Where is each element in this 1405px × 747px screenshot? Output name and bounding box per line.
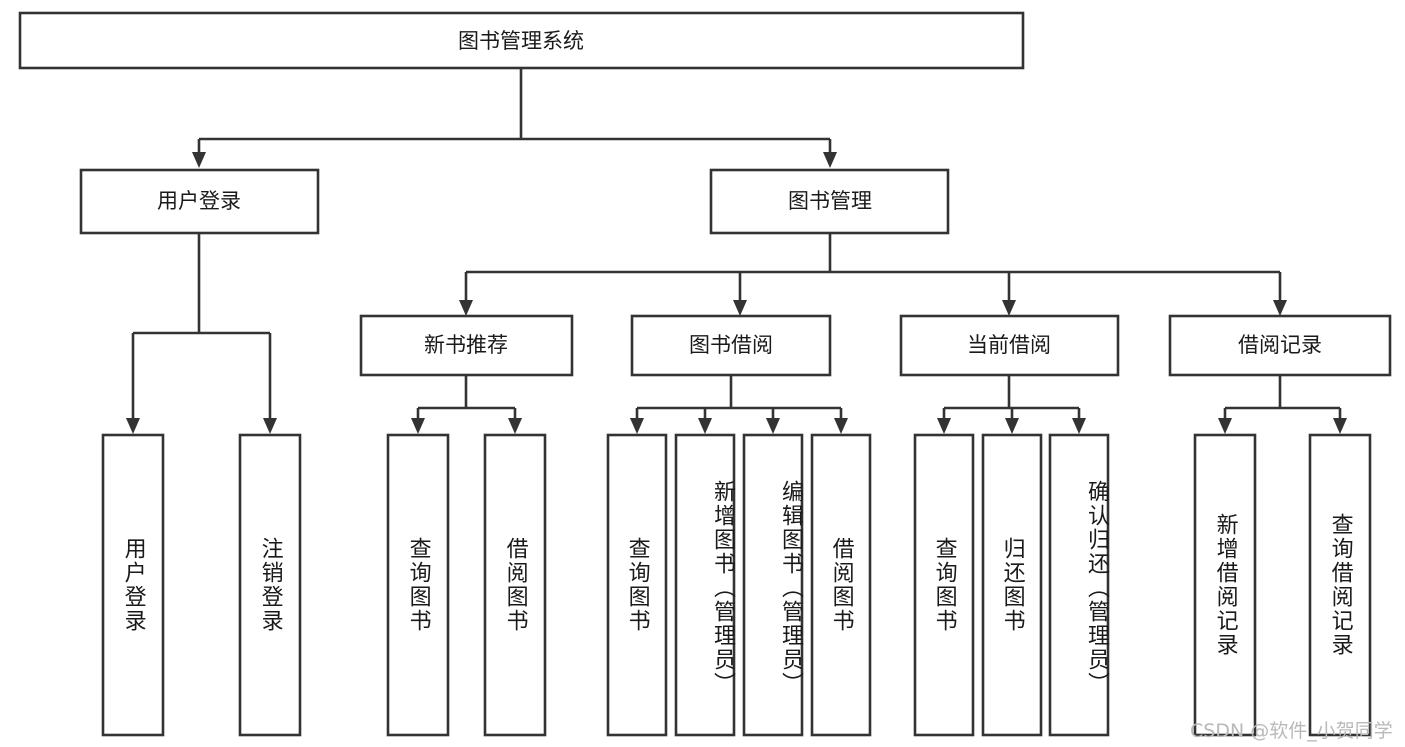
arrow-head-icon	[1218, 418, 1232, 434]
node-new-book-rec[interactable]: 新书推荐	[359, 314, 574, 377]
node-new-book-rec-label: 新书推荐	[424, 333, 508, 357]
leaf-box-add-record[interactable]	[1193, 433, 1257, 737]
leaf-box-query-book-b[interactable]	[606, 433, 668, 737]
arrow-head-icon	[263, 418, 277, 434]
connector-root-to-level2	[192, 68, 837, 168]
arrow-head-icon	[630, 418, 644, 434]
arrow-head-icon	[698, 418, 712, 434]
connector-user-login-to-leaves	[126, 233, 277, 434]
arrow-head-icon	[766, 418, 780, 434]
node-book-manage-label: 图书管理	[788, 189, 872, 213]
arrow-head-icon	[1002, 300, 1016, 316]
node-borrow-record-label: 借阅记录	[1238, 333, 1322, 357]
node-book-borrow-label: 图书借阅	[689, 333, 773, 357]
node-new-book-rec-box[interactable]	[359, 314, 574, 377]
arrow-head-icon	[1333, 418, 1347, 434]
leaf-box-add-book[interactable]	[674, 433, 736, 737]
leaf-box-borrow-book-rec[interactable]	[483, 433, 547, 737]
connector-book-manage-to-level3	[459, 233, 1287, 316]
leaf-box-return-book[interactable]	[981, 433, 1043, 737]
arrow-head-icon	[1273, 300, 1287, 316]
arrow-head-icon	[937, 418, 951, 434]
leaf-box-query-book-c[interactable]	[913, 433, 975, 737]
node-user-login-label: 用户登录	[157, 189, 241, 213]
arrow-head-icon	[1072, 418, 1086, 434]
node-root-box[interactable]	[18, 11, 1025, 70]
leaf-box-query-book-rec[interactable]	[386, 433, 450, 737]
node-user-login-box[interactable]	[79, 168, 320, 235]
arrow-head-icon	[126, 418, 140, 434]
node-book-borrow-box[interactable]	[630, 314, 832, 377]
node-book-manage[interactable]: 图书管理	[709, 168, 950, 235]
leaf-boxes	[101, 433, 1372, 737]
node-current-borrow-box[interactable]	[899, 314, 1120, 377]
connector-current-borrow-to-leaves	[937, 375, 1086, 434]
leaf-box-confirm-return[interactable]	[1048, 433, 1110, 737]
connector-borrow-record-to-leaves	[1218, 375, 1347, 434]
node-user-login[interactable]: 用户登录	[79, 168, 320, 235]
arrow-head-icon	[192, 152, 206, 168]
arrow-head-icon	[459, 300, 473, 316]
node-book-borrow[interactable]: 图书借阅	[630, 314, 832, 377]
csdn-watermark: CSDN @软件_小贺同学	[1190, 720, 1393, 742]
connector-new-book-rec-to-leaves	[411, 375, 522, 434]
node-book-manage-box[interactable]	[709, 168, 950, 235]
leaf-box-borrow-book-b[interactable]	[810, 433, 872, 737]
arrow-head-icon	[411, 418, 425, 434]
node-root[interactable]: 图书管理系统	[18, 11, 1025, 70]
leaf-box-query-record[interactable]	[1308, 433, 1372, 737]
node-borrow-record-box[interactable]	[1168, 314, 1392, 377]
arrow-head-icon	[508, 418, 522, 434]
leaf-box-user-login[interactable]	[101, 433, 165, 737]
node-borrow-record[interactable]: 借阅记录	[1168, 314, 1392, 377]
leaf-box-edit-book[interactable]	[742, 433, 804, 737]
node-current-borrow[interactable]: 当前借阅	[899, 314, 1120, 377]
node-root-label: 图书管理系统	[458, 29, 584, 53]
arrow-head-icon	[733, 300, 747, 316]
arrow-head-icon	[1005, 418, 1019, 434]
node-current-borrow-label: 当前借阅	[967, 333, 1051, 357]
leaf-box-logout[interactable]	[238, 433, 302, 737]
connector-book-borrow-to-leaves	[630, 375, 848, 434]
arrow-head-icon	[834, 418, 848, 434]
arrow-head-icon	[823, 152, 837, 168]
